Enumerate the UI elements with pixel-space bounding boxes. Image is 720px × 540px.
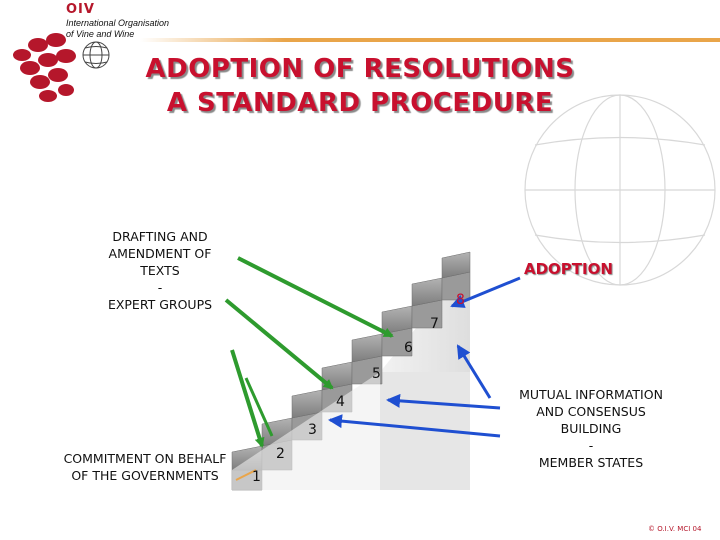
stair-steps [231,251,471,491]
header-accent-bar [140,38,720,42]
org-name-line1: International Organisation [66,18,170,28]
green-arrow-to-step-7 [237,256,394,338]
orange-arrow-to-step-1 [235,469,257,481]
blue-arrows [328,276,521,438]
blue-arrow-to-adoption [450,276,521,308]
blue-arrow-to-step-3 [328,414,501,438]
step-number-3: 3 [308,422,317,438]
green-arrow-to-step-4 [224,298,334,390]
page-title-line2: A STANDARD PROCEDURE [166,88,554,118]
blue-arrow-to-step-5 [386,393,501,410]
drafting-label: DRAFTING AND AMENDMENT OF TEXTS - EXPERT… [107,229,213,312]
step-number-4: 4 [336,394,345,410]
step-number-5: 5 [372,366,381,382]
small-globe-icon [82,41,110,69]
step-number-1: 1 [252,469,261,485]
brand-logo-text: OIV [66,2,95,17]
stair-shadow [232,372,380,490]
step-number-8: 8 [456,292,465,308]
commitment-label: COMMITMENT ON BEHALF OF THE GOVERNMENTS [63,451,227,483]
step-number-6: 6 [404,340,413,356]
step-number-7: 7 [430,316,439,332]
green-arrow-shadow [244,377,274,437]
grape-cluster-icon [13,33,76,102]
green-arrows [224,256,394,448]
page-title-line1: ADOPTION OF RESOLUTIONS [145,54,575,84]
adoption-label: ADOPTION [524,260,613,278]
mutual-information-label: MUTUAL INFORMATION AND CONSENSUS BUILDIN… [519,387,663,470]
green-arrow-to-step-2 [230,349,265,448]
blue-arrow-to-step-6 [456,344,492,399]
background-globe-icon [524,94,716,286]
step-number-2: 2 [276,446,285,462]
org-name-line2: of Vine and Wine [66,29,135,39]
copyright-text: © O.I.V. MCI 04 [648,525,702,533]
